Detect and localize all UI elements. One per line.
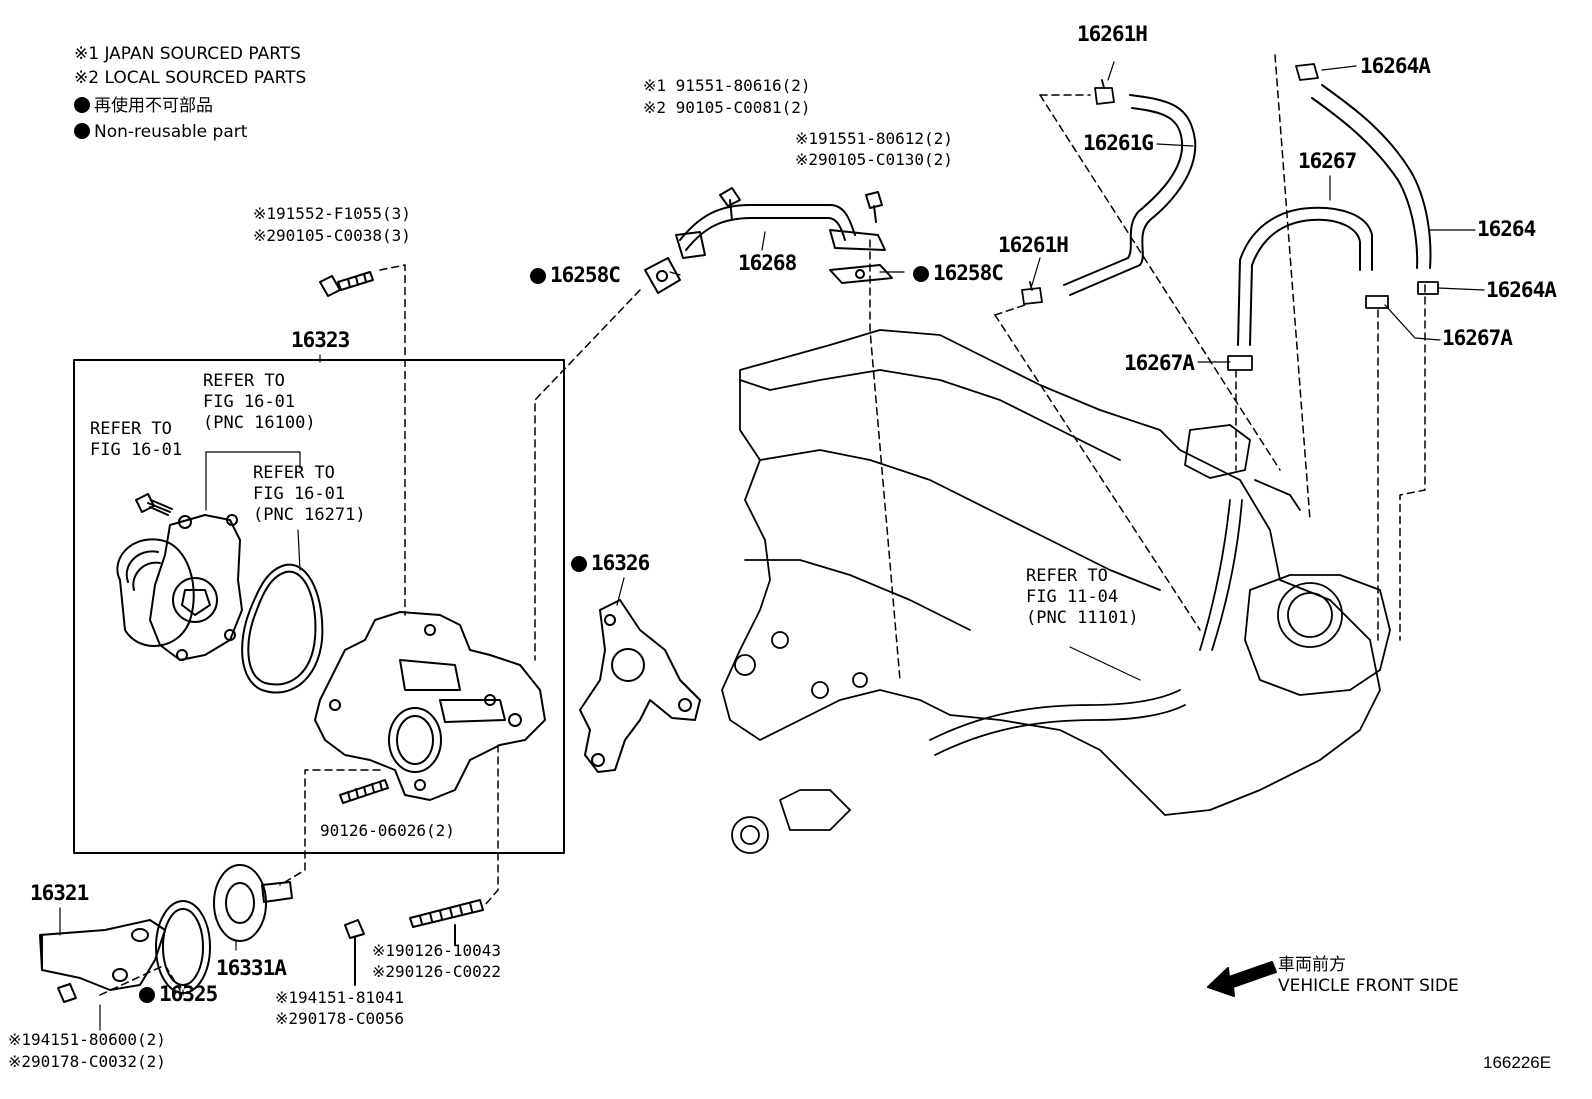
part-16264a-top[interactable]: 16264A — [1360, 54, 1431, 78]
reference-fig-16-01[interactable]: REFER TO FIG 16-01 — [90, 419, 183, 460]
bolt-91551-80612[interactable]: ※191551-80612(2) — [795, 129, 953, 148]
figure-id: 166226E — [1483, 1053, 1552, 1072]
legend-non-reusable-jp: 再使用不可部品 — [74, 97, 213, 115]
bolt-91551-80616[interactable]: ※1 91551-80616(2) — [643, 76, 811, 95]
part-16268[interactable]: 16268 — [738, 251, 797, 275]
top-bolt-drawing — [319, 271, 374, 297]
non-reusable-dot-icon — [74, 123, 90, 139]
legend-local-sourced: ※2 LOCAL SOURCED PARTS — [74, 68, 307, 88]
stud-90126-10043[interactable]: ※190126-10043 — [372, 941, 501, 960]
nut-drawing — [344, 919, 365, 986]
coolant-pipe-16268 — [675, 187, 886, 259]
bolt-91552-f1055[interactable]: ※191552-F1055(3) — [253, 204, 411, 223]
stud-90126-c0022[interactable]: ※290126-C0022 — [372, 962, 501, 981]
part-16267a-left[interactable]: 16267A — [1124, 351, 1195, 375]
water-inlet-housing — [314, 611, 546, 801]
part-16261g[interactable]: 16261G — [1083, 131, 1154, 155]
reference-fig-16-01-pnc-16100[interactable]: REFER TO FIG 16-01 (PNC 16100) — [203, 371, 316, 433]
part-16261h-mid[interactable]: 16261H — [998, 233, 1069, 257]
gasket-16326 — [579, 599, 701, 773]
hose-16264 — [1311, 84, 1432, 269]
engine-block-drawing — [721, 329, 1391, 854]
bolt-90105-c0130[interactable]: ※290105-C0130(2) — [795, 150, 953, 169]
non-reusable-dot-icon — [530, 268, 546, 284]
bolt-94151-80600[interactable]: ※194151-80600(2) — [8, 1030, 166, 1049]
part-16326[interactable]: 16326 — [571, 553, 650, 574]
legend-japan-sourced: ※1 JAPAN SOURCED PARTS — [74, 44, 301, 64]
long-stud-drawing — [409, 899, 484, 946]
bottom-bolt-drawing — [57, 983, 77, 1003]
water-outlet-16321 — [39, 919, 166, 991]
gasket-left — [644, 257, 681, 294]
part-16323[interactable]: 16323 — [291, 328, 350, 352]
part-16267a-right[interactable]: 16267A — [1442, 326, 1513, 350]
vehicle-front-jp: 車両前方 — [1278, 955, 1346, 975]
legend-non-reusable-en: Non-reusable part — [74, 123, 247, 141]
reference-fig-11-04-pnc-11101[interactable]: REFER TO FIG 11-04 (PNC 11101) — [1026, 566, 1139, 628]
part-16325[interactable]: 16325 — [139, 984, 218, 1005]
reference-fig-16-01-pnc-16271[interactable]: REFER TO FIG 16-01 (PNC 16271) — [253, 463, 366, 525]
label-leaders — [59, 61, 1485, 996]
non-reusable-dot-icon — [913, 266, 929, 282]
hose-16261g — [1063, 94, 1197, 296]
nut-90178-c0056[interactable]: ※290178-C0056 — [275, 1009, 404, 1028]
non-reusable-dot-icon — [139, 987, 155, 1003]
water-pump-assembly-box — [73, 359, 565, 854]
bolt-90105-c0038[interactable]: ※290105-C0038(3) — [253, 226, 411, 245]
non-reusable-dot-icon — [74, 97, 90, 113]
stud-90126-06026[interactable]: 90126-06026(2) — [320, 821, 455, 840]
part-16267[interactable]: 16267 — [1298, 149, 1357, 173]
o-ring — [241, 563, 324, 694]
part-16261h-top[interactable]: 16261H — [1077, 22, 1148, 46]
nut-94151-81041[interactable]: ※194151-81041 — [275, 988, 404, 1007]
part-16321[interactable]: 16321 — [30, 881, 89, 905]
part-16258c-left[interactable]: 16258C — [530, 265, 621, 286]
bolt-90178-c0032[interactable]: ※290178-C0032(2) — [8, 1052, 166, 1071]
part-16264[interactable]: 16264 — [1477, 217, 1536, 241]
water-pump-drawing — [116, 493, 243, 661]
part-16258c-right[interactable]: 16258C — [913, 263, 1004, 284]
part-16264a-mid[interactable]: 16264A — [1486, 278, 1557, 302]
leader-lines — [99, 54, 1426, 996]
thermostat-16331a — [213, 864, 293, 942]
gasket-16325 — [155, 900, 211, 994]
hose-16267 — [1237, 206, 1373, 346]
gasket-right — [829, 264, 893, 284]
non-reusable-dot-icon — [571, 556, 587, 572]
stud-bolt-drawing — [339, 779, 389, 804]
part-16331a[interactable]: 16331A — [216, 956, 287, 980]
hose-clamps — [1021, 63, 1439, 371]
bolt-90105-c0081[interactable]: ※2 90105-C0081(2) — [643, 98, 811, 117]
vehicle-front-arrow — [1207, 961, 1277, 997]
vehicle-front-en: VEHICLE FRONT SIDE — [1278, 976, 1459, 996]
